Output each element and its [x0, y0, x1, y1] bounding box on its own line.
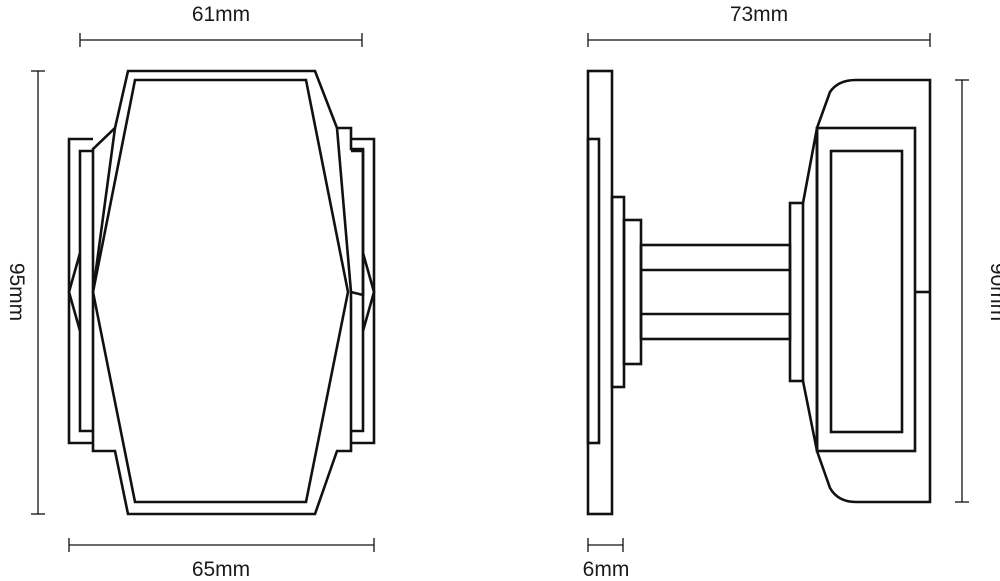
- front-left-flange-inner: [78, 149, 93, 433]
- front-view: [67, 69, 376, 516]
- front-outer-octagon: [91, 69, 365, 516]
- front-bevel-tl: [91, 127, 117, 293]
- label-side-height: 90mm: [986, 263, 1000, 321]
- side-spindle: [639, 243, 792, 341]
- side-knob-neck: [801, 127, 819, 452]
- dim-side-height: 90mm: [955, 79, 1000, 503]
- front-bevel-tr: [335, 127, 353, 293]
- dim-side-depth: 73mm: [587, 3, 931, 47]
- dim-front-height: 95mm: [5, 70, 45, 515]
- dim-front-bottom-width: 65mm: [68, 538, 375, 581]
- side-backplate-inner: [586, 137, 601, 445]
- dim-front-top-width: 61mm: [79, 3, 363, 47]
- front-right-notch: [361, 252, 376, 332]
- front-left-notch: [67, 252, 82, 332]
- label-front-height: 95mm: [5, 263, 28, 321]
- label-front-top-width: 61mm: [192, 3, 250, 26]
- label-backplate-thickness: 6mm: [583, 558, 630, 581]
- side-rose-step-1: [610, 195, 626, 389]
- dim-backplate-thickness: 6mm: [583, 538, 630, 581]
- side-knob-body: [815, 78, 932, 504]
- side-view: [586, 69, 932, 516]
- side-knob-face: [815, 126, 917, 453]
- side-knob-recess: [829, 149, 904, 434]
- label-front-bottom-width: 65mm: [192, 558, 250, 581]
- side-rose-step-2: [622, 218, 643, 366]
- label-side-depth: 73mm: [730, 3, 788, 26]
- front-right-flange-inner: [351, 149, 365, 433]
- side-knob-collar: [788, 201, 805, 383]
- front-inner-hexagon: [91, 78, 350, 504]
